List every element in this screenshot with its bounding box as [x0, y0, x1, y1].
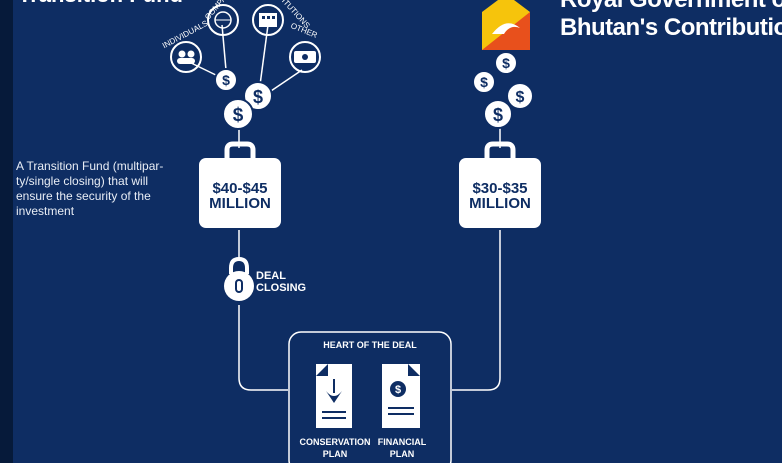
financial-plan-label: FINANCIAL PLAN [362, 436, 442, 460]
svg-text:$: $ [222, 72, 230, 88]
financial-line1: FINANCIAL [377, 437, 427, 447]
svg-text:$: $ [233, 105, 244, 126]
financial-line2: PLAN [389, 449, 415, 459]
right-amount-line1: $30-$35 [472, 180, 528, 197]
svg-text:$: $ [516, 89, 525, 106]
heart-of-deal-title: HEART OF THE DEAL [323, 340, 417, 350]
deal-closing-line2: CLOSING [256, 282, 307, 294]
svg-text:$: $ [253, 87, 263, 107]
left-money-bag-icon [199, 141, 281, 228]
deal-closing-line1: DEAL [256, 270, 286, 282]
conservation-plan-label: CONSERVATION PLAN [295, 436, 375, 460]
conservation-line1: CONSERVATION [299, 437, 371, 447]
transition-fund-description: A Transition Fund (multipar-ty/single cl… [16, 159, 164, 218]
right-coins-icon: $ $ $ $ [472, 51, 534, 129]
left-amount: $40-$45 MILLION [200, 181, 280, 211]
left-panel-edge [0, 0, 13, 463]
rgob-title-line2: Bhutan's Contribution [560, 14, 782, 41]
bhutan-flag-icon [482, 0, 530, 50]
rgob-title-line1: Royal Government of [560, 0, 782, 14]
left-coins-icon: $ $ $ [214, 68, 273, 130]
deal-closing-label: DEAL CLOSING [256, 270, 306, 294]
padlock-icon [224, 256, 254, 301]
rgob-contribution-title: Royal Government of Bhutan's Contributio… [560, 0, 782, 42]
transition-fund-title: Transition Fund [18, 0, 183, 8]
svg-text:$: $ [493, 105, 503, 125]
right-amount-line2: MILLION [469, 195, 531, 212]
left-amount-line1: $40-$45 [212, 180, 268, 197]
svg-text:$: $ [502, 55, 510, 71]
right-money-bag-icon [459, 141, 541, 228]
left-amount-line2: MILLION [209, 195, 271, 212]
svg-text:$: $ [480, 74, 488, 90]
right-amount: $30-$35 MILLION [460, 181, 540, 211]
conservation-line2: PLAN [322, 449, 348, 459]
svg-text:$: $ [395, 384, 401, 396]
contributors-icons [170, 4, 321, 73]
heart-of-deal-box: $ [288, 331, 452, 463]
